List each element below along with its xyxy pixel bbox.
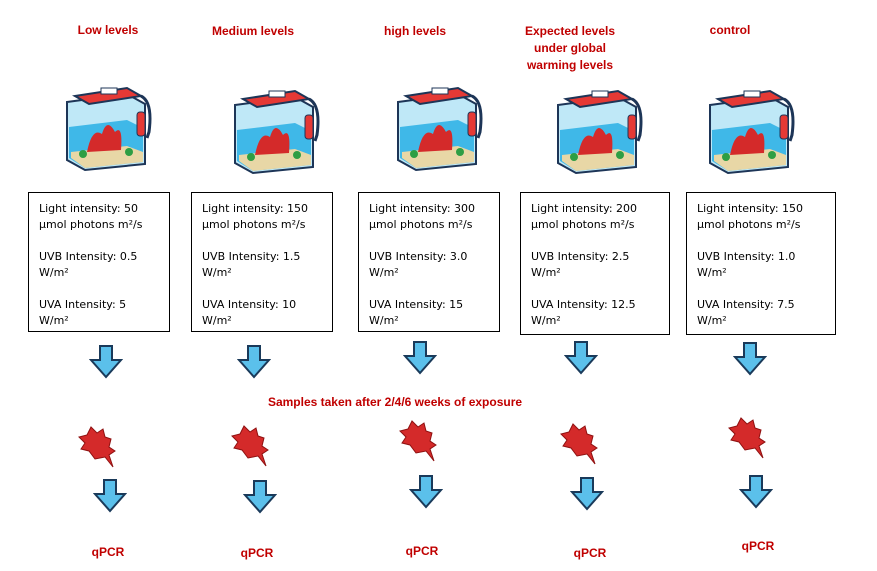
aquarium-tank-icon xyxy=(557,89,643,175)
coral-fragment-icon xyxy=(399,420,437,462)
down-arrow-icon xyxy=(237,345,271,379)
qpcr-label: qPCR xyxy=(240,546,274,560)
down-arrow-icon xyxy=(739,475,773,509)
uva-intensity-text: UVA Intensity: 12.5 W/m² xyxy=(531,298,636,327)
down-arrow-icon xyxy=(733,342,767,376)
coral-fragment-icon xyxy=(78,426,116,468)
down-arrow-icon xyxy=(403,341,437,375)
uvb-intensity-text: UVB Intensity: 0.5 W/m² xyxy=(39,250,138,279)
coral-fragment-icon xyxy=(728,417,766,459)
uvb-intensity-text: UVB Intensity: 1.0 W/m² xyxy=(697,250,796,279)
parameters-box-high: Light intensity: 300 µmol photons m²/s U… xyxy=(358,192,500,332)
uva-intensity-text: UVA Intensity: 7.5 W/m² xyxy=(697,298,795,327)
group-title-control: control xyxy=(709,23,751,37)
uvb-intensity-text: UVB Intensity: 1.5 W/m² xyxy=(202,250,301,279)
uva-intensity-text: UVA Intensity: 15 W/m² xyxy=(369,298,464,327)
down-arrow-icon xyxy=(93,479,127,513)
group-title-expected: Expected levels under global warming lev… xyxy=(524,24,616,72)
uva-intensity-text: UVA Intensity: 10 W/m² xyxy=(202,298,297,327)
uvb-intensity-text: UVB Intensity: 3.0 W/m² xyxy=(369,250,468,279)
light-intensity-text: Light intensity: 200 µmol photons m²/s xyxy=(531,202,638,231)
uvb-intensity-text: UVB Intensity: 2.5 W/m² xyxy=(531,250,630,279)
coral-fragment-icon xyxy=(560,423,598,465)
parameters-box-low: Light intensity: 50 µmol photons m²/s UV… xyxy=(28,192,170,332)
aquarium-tank-icon xyxy=(397,86,483,172)
qpcr-label: qPCR xyxy=(741,539,775,553)
parameters-box-medium: Light intensity: 150 µmol photons m²/s U… xyxy=(191,192,333,332)
coral-fragment-icon xyxy=(231,425,269,467)
group-title-low: Low levels xyxy=(77,23,139,37)
samples-label: Samples taken after 2/4/6 weeks of expos… xyxy=(267,395,523,409)
down-arrow-icon xyxy=(570,477,604,511)
qpcr-label: qPCR xyxy=(91,545,125,559)
parameters-box-control: Light intensity: 150 µmol photons m²/s U… xyxy=(686,192,836,335)
down-arrow-icon xyxy=(564,341,598,375)
qpcr-label: qPCR xyxy=(405,544,439,558)
group-title-medium: Medium levels xyxy=(211,24,295,38)
aquarium-tank-icon xyxy=(234,89,320,175)
qpcr-label: qPCR xyxy=(573,546,607,560)
group-title-high: high levels xyxy=(383,24,447,38)
light-intensity-text: Light intensity: 150 µmol photons m²/s xyxy=(202,202,309,231)
down-arrow-icon xyxy=(409,475,443,509)
light-intensity-text: Light intensity: 300 µmol photons m²/s xyxy=(369,202,476,231)
parameters-box-expected: Light intensity: 200 µmol photons m²/s U… xyxy=(520,192,670,335)
down-arrow-icon xyxy=(243,480,277,514)
uva-intensity-text: UVA Intensity: 5 W/m² xyxy=(39,298,127,327)
down-arrow-icon xyxy=(89,345,123,379)
aquarium-tank-icon xyxy=(66,86,152,172)
aquarium-tank-icon xyxy=(709,89,795,175)
light-intensity-text: Light intensity: 150 µmol photons m²/s xyxy=(697,202,804,231)
light-intensity-text: Light intensity: 50 µmol photons m²/s xyxy=(39,202,143,231)
